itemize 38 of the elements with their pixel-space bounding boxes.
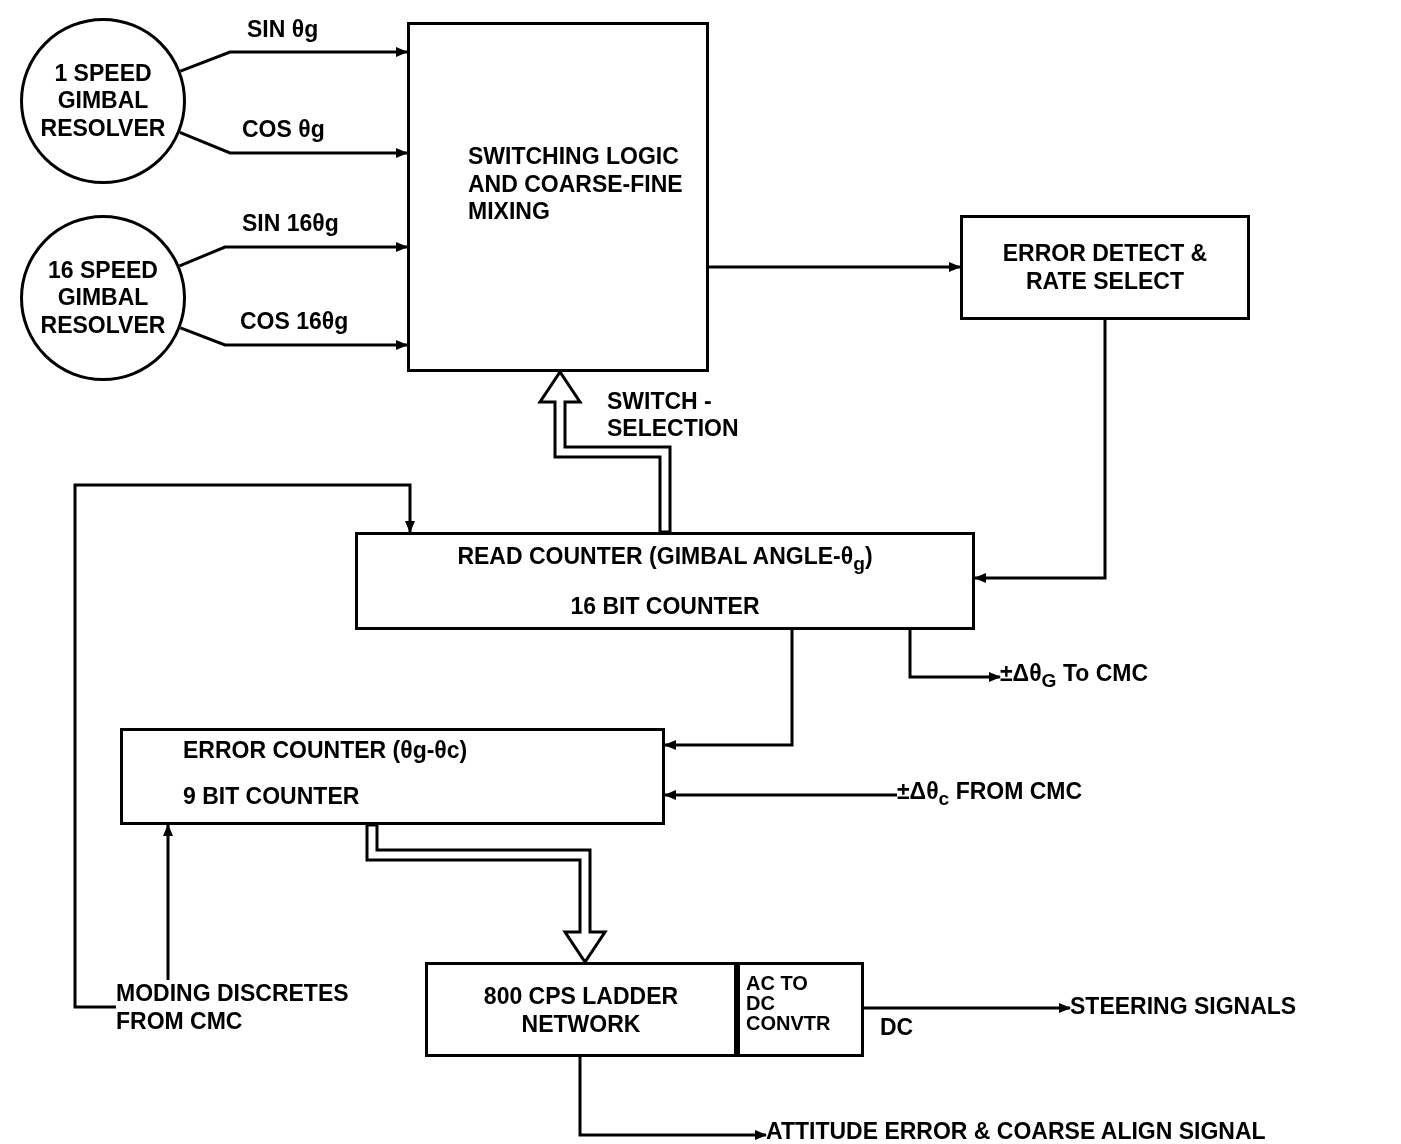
edge-label: COS θg xyxy=(240,116,327,143)
arrow xyxy=(664,630,794,750)
arrow xyxy=(664,790,897,800)
process-box xyxy=(425,962,737,1057)
signal-label: ±Δθ$_{c}$ FROM CMC xyxy=(897,778,1084,810)
arrow xyxy=(179,47,408,73)
arrow xyxy=(578,1057,767,1140)
signal-label: ATTITUDE ERROR & COARSE ALIGN SIGNAL xyxy=(766,1118,1267,1144)
arrow xyxy=(163,824,173,980)
bus-arrow xyxy=(365,823,608,965)
arrow xyxy=(908,630,1001,682)
block-label: 9 BIT COUNTER xyxy=(183,782,361,811)
arrow xyxy=(179,326,408,350)
block-label: ERROR COUNTER (θg-θc) xyxy=(183,737,469,765)
block-label: 1 SPEED GIMBAL RESOLVER xyxy=(39,59,167,143)
block-label: READ COUNTER (GIMBAL ANGLE-θ$_{g}$) xyxy=(456,543,874,575)
edge-label: SIN 16θg xyxy=(240,210,341,237)
block-label: 800 CPS LADDER NETWORK xyxy=(482,983,680,1039)
converter-box xyxy=(737,962,864,1057)
arrow xyxy=(73,483,415,1009)
block-label: AC TO DC CONVTR xyxy=(746,973,832,1033)
arrow xyxy=(709,262,961,272)
counter-box xyxy=(355,532,975,630)
signal-label: STEERING SIGNALS xyxy=(1070,993,1298,1021)
arrow xyxy=(179,242,408,268)
signal-label: MODING DISCRETES FROM CMC xyxy=(116,980,350,1036)
block-label: ERROR DETECT & RATE SELECT xyxy=(1001,240,1209,296)
block-label: 16 SPEED GIMBAL RESOLVER xyxy=(39,256,167,340)
arrow xyxy=(864,1003,1071,1013)
signal-label: ±Δθ$_{G}$ To CMC xyxy=(1000,660,1150,692)
block-label: SWITCHING LOGIC AND COARSE-FINE MIXING xyxy=(468,143,684,226)
bus-arrow xyxy=(537,369,672,534)
block-label: 16 BIT COUNTER xyxy=(569,592,761,621)
process-box xyxy=(407,22,709,372)
arrow xyxy=(974,320,1107,583)
process-box xyxy=(960,215,1250,320)
counter-box xyxy=(120,728,665,825)
arrow xyxy=(179,131,408,158)
